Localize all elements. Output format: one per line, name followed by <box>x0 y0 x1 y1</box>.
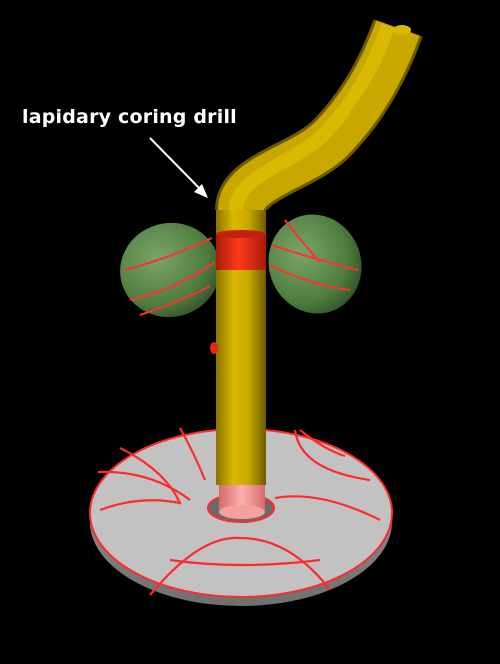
annotation-arrow <box>149 137 208 198</box>
drill-band <box>216 230 266 270</box>
left-lobe <box>120 222 220 318</box>
right-lobe <box>268 214 362 314</box>
drill-tube-curve <box>215 19 423 214</box>
drill-tube-tip <box>349 25 414 124</box>
annotation-label: lapidary coring drill <box>22 106 237 128</box>
disc-outline-curves <box>97 427 381 596</box>
